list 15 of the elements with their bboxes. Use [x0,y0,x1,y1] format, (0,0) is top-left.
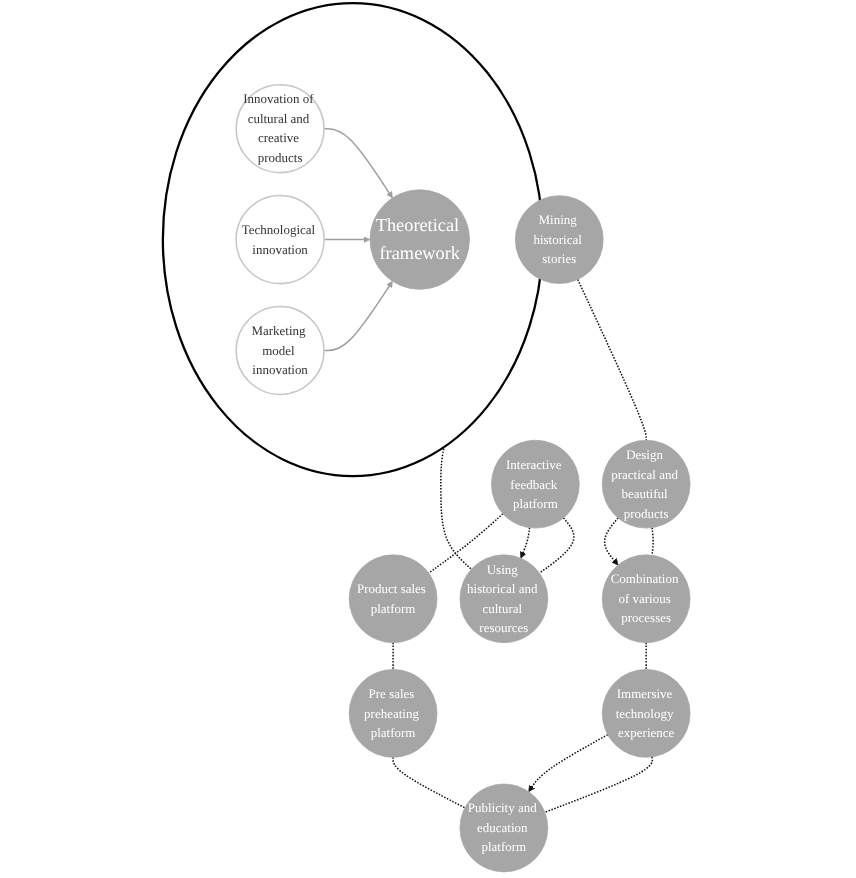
connector [538,517,575,574]
arrow [323,236,371,243]
arrow [323,280,393,352]
node-circle: Theoretical framework [369,189,470,290]
arrow [528,733,609,792]
connector [392,756,466,809]
connector [427,512,504,574]
arrow [603,517,619,566]
arrow [520,526,531,559]
arrow [323,127,393,199]
connector [577,278,647,441]
connector [392,641,394,671]
connector [645,641,647,671]
connector [544,756,654,814]
connector [651,526,654,556]
